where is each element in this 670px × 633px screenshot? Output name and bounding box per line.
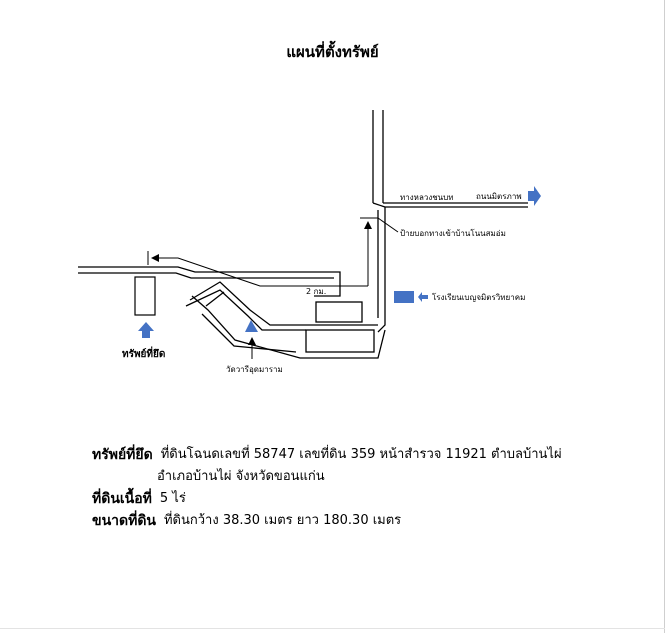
mittraphap-label: ถนนมิตรภาพ xyxy=(476,192,522,201)
page-edge-bottom xyxy=(0,628,665,629)
west-road-bottom xyxy=(78,272,334,279)
temple-label: วัดวารีอุดมาราม xyxy=(226,365,283,374)
area-row-label: ที่ดินเนื้อที่ xyxy=(92,491,152,507)
temple-road-mid xyxy=(185,289,306,331)
property-info: ทรัพย์ที่ยึด ที่ดินโฉนดเลขที่ 58747 เลขท… xyxy=(92,444,562,532)
property-label: ทรัพย์ที่ยึด xyxy=(122,346,165,360)
size-row-label: ขนาดที่ดิน xyxy=(92,513,156,529)
property-plot xyxy=(134,276,156,316)
school-label: โรงเรียนเบญจมิตรวิทยาคม xyxy=(432,292,525,302)
temple-road-upper xyxy=(189,281,378,326)
temple-road-connector xyxy=(205,291,225,307)
road-network xyxy=(78,110,528,359)
temple-marker-icon xyxy=(245,320,258,332)
signpost-leader xyxy=(377,217,399,233)
size-row: ขนาดที่ดิน ที่ดินกว้าง 38.30 เมตร ยาว 18… xyxy=(92,510,562,532)
school-marker-icon xyxy=(394,291,414,303)
distance-arrow-horizontal xyxy=(151,254,368,287)
distance-label: 2 กม. xyxy=(306,287,326,296)
property-row-continuation: อำเภอบ้านไผ่ จังหวัดขอนแก่น xyxy=(92,466,562,488)
local-block-1 xyxy=(315,301,363,323)
local-road-east-edge xyxy=(377,207,386,333)
junction-label: ทางหลวงชนบท xyxy=(400,193,454,202)
property-row-label: ทรัพย์ที่ยึด xyxy=(92,447,153,463)
area-row: ที่ดินเนื้อที่ 5 ไร่ xyxy=(92,488,562,510)
temple-inner-road xyxy=(201,313,297,353)
size-row-value: ที่ดินกว้าง 38.30 เมตร ยาว 180.30 เมตร xyxy=(163,513,402,528)
temple-road-lower xyxy=(191,295,386,359)
west-road-top xyxy=(78,266,341,297)
local-block-2 xyxy=(305,329,375,353)
property-row-line2: อำเภอบ้านไผ่ จังหวัดขอนแก่น xyxy=(157,469,325,484)
mittraphap-direction-icon xyxy=(528,186,541,206)
property-row-line1: ที่ดินโฉนดเลขที่ 58747 เลขที่ดิน 359 หน้… xyxy=(160,447,562,462)
page-title: แผนที่ตั้งทรัพย์ xyxy=(286,43,379,61)
school-pointer-icon xyxy=(418,292,428,302)
property-row: ทรัพย์ที่ยึด ที่ดินโฉนดเลขที่ 58747 เลขท… xyxy=(92,444,562,466)
page-edge-right xyxy=(664,0,665,633)
signpost-label: ป้ายบอกทางเข้าบ้านโนนสมอ่ม xyxy=(400,228,506,238)
property-arrow-icon xyxy=(138,322,154,338)
area-row-value: 5 ไร่ xyxy=(159,491,186,506)
